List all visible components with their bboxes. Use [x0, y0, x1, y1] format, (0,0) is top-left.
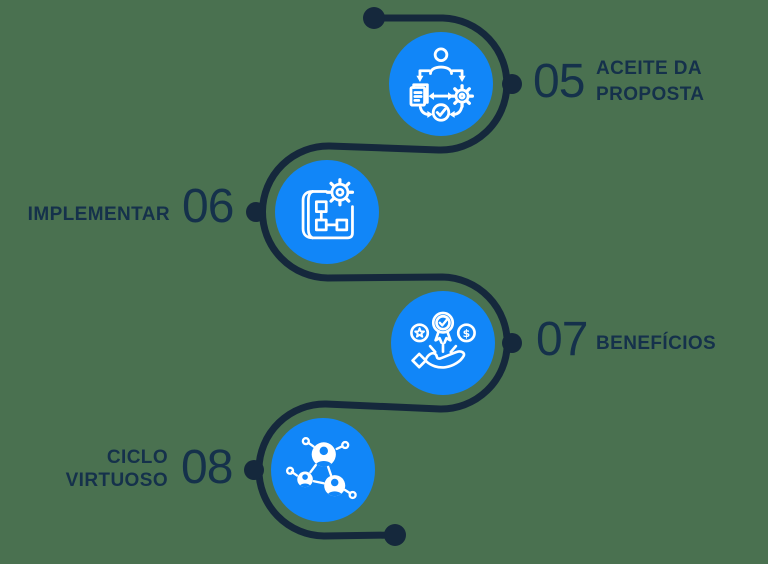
step-06-label-line-1: IMPLEMENTAR [27, 204, 170, 225]
step-06-number: 06 [182, 180, 234, 233]
step-05-label-line-1: ACEITE DA [596, 58, 702, 79]
step-06-dot [246, 202, 266, 222]
step-07-number: 07 [536, 313, 588, 366]
step-07-circle: $ [391, 291, 495, 395]
flow-end-dot [384, 524, 406, 546]
step-05-dot [502, 74, 522, 94]
step-08-circle [271, 418, 375, 522]
flow-start-dot [363, 7, 385, 29]
flow-path [255, 14, 511, 540]
step-05-number: 05 [533, 55, 585, 108]
step-07-dot [502, 333, 522, 353]
step-08-number: 08 [181, 441, 233, 494]
check-icon [438, 318, 448, 327]
step-05-label: ACEITE DA PROPOSTA [596, 56, 704, 108]
approval-workflow-icon [409, 47, 474, 122]
step-07-label-line-1: BENEFÍCIOS [596, 333, 717, 354]
dollar-coin-icon [456, 323, 476, 343]
network-collaboration-icon [285, 437, 357, 500]
step-06-label: IMPLEMENTAR [10, 202, 170, 228]
step-05-circle [389, 32, 493, 136]
step-07-label: BENEFÍCIOS [596, 331, 716, 357]
star-icon [414, 327, 425, 338]
step-08-label: CICLO VIRTUOSO [40, 446, 168, 492]
step-05-label-line-2: PROPOSTA [596, 84, 705, 105]
step-06-circle [275, 160, 379, 264]
blueprint-gear-icon [301, 178, 355, 240]
step-08-label-line-2: VIRTUOSO [65, 470, 168, 491]
dollar-glyph: $ [463, 327, 471, 340]
benefits-hand-icon: $ [410, 311, 476, 369]
step-08-label-line-1: CICLO [106, 447, 168, 468]
step-08-dot [244, 460, 264, 480]
